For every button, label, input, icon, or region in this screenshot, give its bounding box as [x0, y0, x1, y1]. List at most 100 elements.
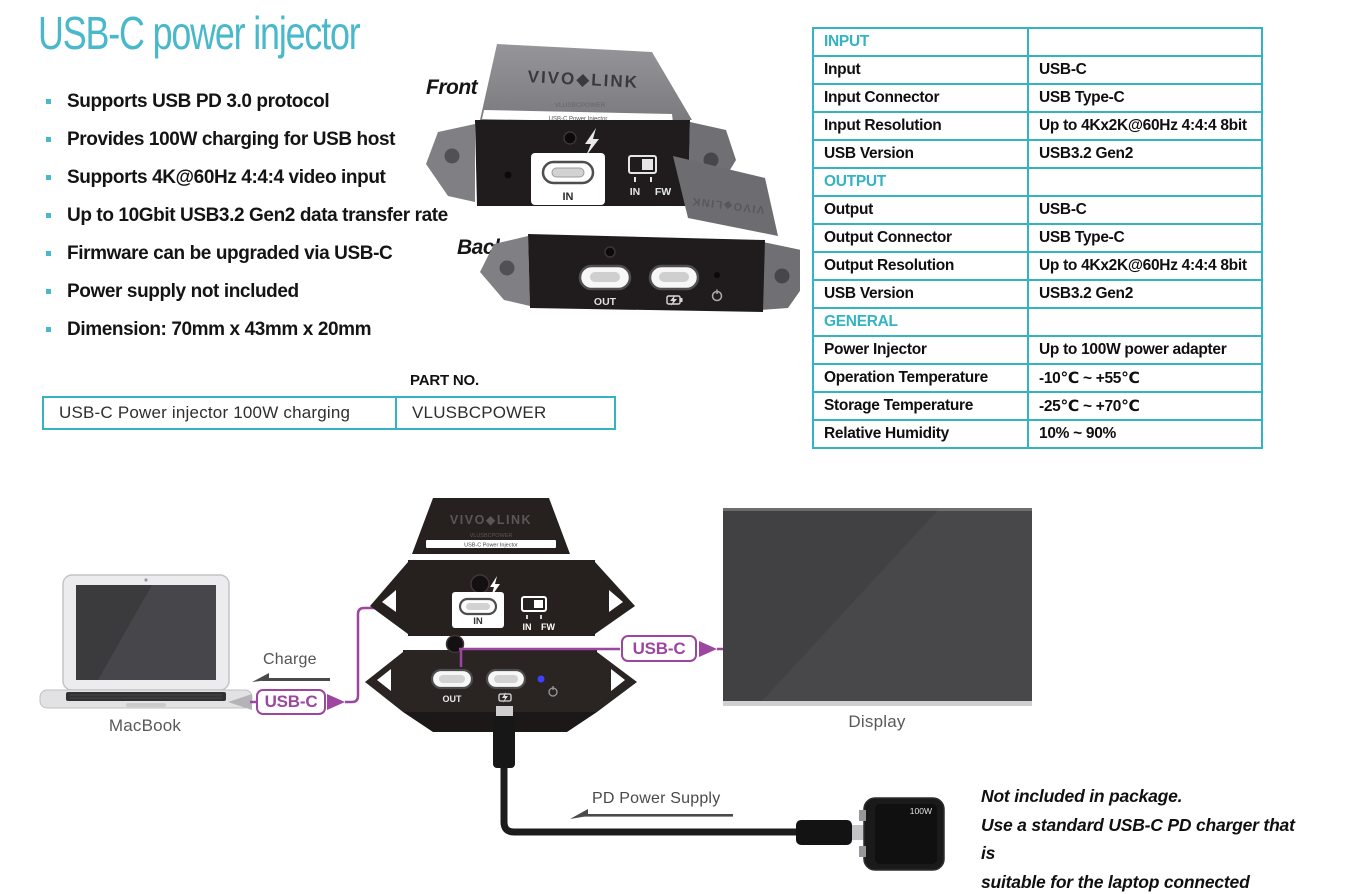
power-cable — [493, 716, 866, 845]
in-port-label: IN — [473, 616, 483, 627]
screen-sheen — [98, 585, 216, 680]
spec-section-row: GENERAL — [812, 307, 1263, 337]
power-icon — [548, 686, 558, 697]
pd-arrow — [570, 809, 733, 819]
adapter-prong — [859, 810, 866, 821]
bullet-icon — [46, 213, 51, 218]
battery-charge-icon — [666, 295, 683, 306]
feature-item: Up to 10Gbit USB3.2 Gen2 data transfer r… — [46, 204, 448, 227]
top-surface — [480, 44, 692, 120]
usbc-tongue — [494, 675, 518, 683]
pd-power-supply-label: PD Power Supply — [592, 790, 721, 807]
note-line: suitable for the laptop connected — [981, 871, 1250, 892]
macbook-label: MacBook — [108, 716, 182, 735]
feature-item: Power supply not included — [46, 280, 448, 303]
pd-adapter-illustration: 100W — [859, 797, 945, 871]
wing-cutout — [609, 590, 623, 612]
spec-section-cell: OUTPUT — [812, 167, 1029, 197]
keyboard — [66, 692, 226, 701]
adapter-wattage: 100W — [910, 806, 932, 816]
note-text: Not included in package. Use a standard … — [981, 782, 1311, 894]
spec-row: Operation Temperature-10℃ ~ +55℃ — [812, 363, 1263, 393]
spec-label-cell: Operation Temperature — [812, 363, 1029, 393]
spec-label-cell: Storage Temperature — [812, 391, 1029, 421]
usbc-tongue — [466, 603, 490, 610]
arrow-right-icon — [699, 641, 717, 657]
usbc-tongue — [439, 675, 465, 683]
part-description-cell: USB-C Power injector 100W charging — [42, 396, 397, 430]
part-no-header: PART NO. — [410, 372, 479, 389]
out-port-label: OUT — [443, 694, 463, 704]
spec-value-cell: USB3.2 Gen2 — [1027, 139, 1263, 169]
note-line: Use a standard USB-C PD charger that is — [981, 814, 1295, 864]
spec-label-cell: Power Injector — [812, 335, 1029, 365]
bullet-icon — [46, 251, 51, 256]
spec-value-cell: USB3.2 Gen2 — [1027, 279, 1263, 309]
spec-value-cell: Up to 100W power adapter — [1027, 335, 1263, 365]
adapter-prong — [859, 846, 866, 857]
feature-item: Provides 100W charging for USB host — [46, 128, 448, 151]
spec-value-cell: USB-C — [1027, 195, 1263, 225]
model-text: VLUSBCPOWER — [555, 102, 606, 109]
spec-label-cell: Input — [812, 55, 1029, 85]
trackpad — [126, 703, 166, 707]
feature-item: Dimension: 70mm x 43mm x 20mm — [46, 318, 448, 341]
spec-label-cell: USB Version — [812, 139, 1029, 169]
led-hole — [470, 574, 490, 594]
led-hole — [714, 272, 720, 278]
switch-in-label: IN — [523, 622, 532, 632]
strip-text: USB-C Power Injector — [464, 543, 518, 549]
usbc-plug-adapter — [796, 820, 852, 845]
bullet-icon — [46, 99, 51, 104]
product-photo: VIVO◆LINK VLUSBCPOWER USB-C Power Inject… — [426, 44, 800, 312]
model-text: VLUSBCPOWER — [470, 533, 513, 539]
spec-label-cell: Input Connector — [812, 83, 1029, 113]
macbook-plug-arrow — [228, 694, 252, 710]
bullet-icon — [46, 289, 51, 294]
status-led — [537, 675, 545, 683]
usbc-tongue — [551, 167, 585, 178]
usbc-tongue — [659, 272, 689, 282]
display-illustration — [723, 508, 1032, 706]
mount-hole — [499, 260, 515, 276]
wing-cutout — [611, 669, 625, 691]
plug-shield — [496, 706, 513, 716]
adapter-face — [875, 804, 937, 864]
bullet-icon — [46, 137, 51, 142]
battery-charge-icon — [498, 692, 512, 703]
spec-label-cell: Relative Humidity — [812, 419, 1029, 449]
led-hole — [563, 131, 577, 145]
arrow-right-icon — [327, 694, 345, 710]
front-view-label: Front — [426, 76, 478, 99]
usbc-plug-top — [493, 716, 515, 768]
out-port-label: OUT — [594, 296, 617, 308]
top-surface — [673, 156, 778, 236]
wing-cutout — [382, 590, 396, 612]
bullet-icon — [46, 327, 51, 332]
feature-list: Supports USB PD 3.0 protocol Provides 10… — [46, 90, 448, 356]
spec-value-cell: -25℃ ~ +70℃ — [1027, 391, 1263, 421]
power-icon — [711, 289, 723, 302]
feature-item: Firmware can be upgraded via USB-C — [46, 242, 448, 265]
spec-section-cell: GENERAL — [812, 307, 1029, 337]
lightning-icon — [490, 576, 500, 597]
strip-text: USB-C Power Injector — [549, 117, 608, 123]
part-table: USB-C Power injector 100W charging VLUSB… — [42, 396, 616, 430]
fw-switch — [521, 596, 547, 612]
cable-run — [500, 768, 796, 836]
injector-bottom-unit: OUT — [365, 634, 637, 732]
in-port-label: IN — [563, 191, 574, 203]
screen-sheen — [762, 508, 1032, 701]
spec-section-cell: INPUT — [812, 27, 1029, 57]
back-panel — [528, 234, 765, 312]
spec-label-cell: Output Resolution — [812, 251, 1029, 281]
usbc-tag-macbook: USB-C — [256, 689, 326, 715]
spec-label-cell: USB Version — [812, 279, 1029, 309]
